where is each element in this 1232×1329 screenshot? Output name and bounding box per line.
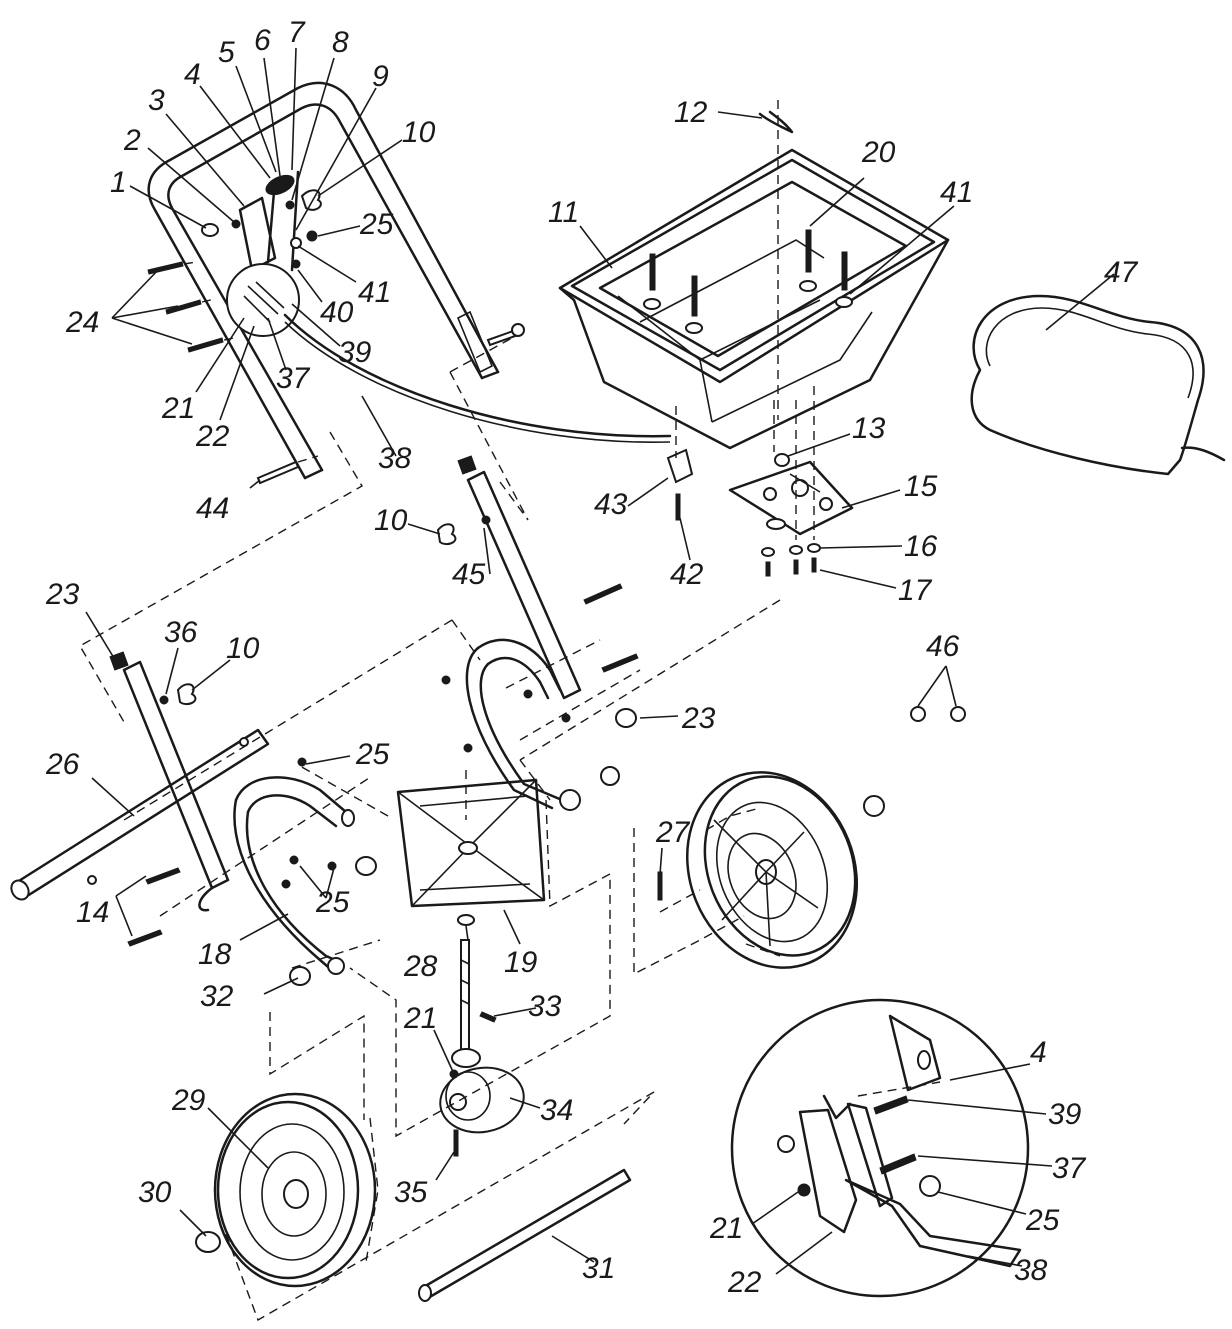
label-part-5: 5 [218, 36, 235, 69]
label-part-35: 35 [394, 1176, 428, 1209]
label-part-24: 24 [65, 306, 99, 339]
label-part-36: 36 [164, 616, 198, 649]
label-part-26: 26 [45, 748, 80, 781]
label-part-43: 43 [594, 488, 628, 521]
label-part-4: 4 [184, 58, 201, 91]
label-part-33: 33 [528, 990, 562, 1023]
washer [457, 914, 475, 926]
label-part-9: 9 [372, 60, 389, 93]
label-part-21b: 21 [403, 1002, 437, 1035]
label-part-4-detail: 4 [1030, 1036, 1047, 1069]
label-part-27: 27 [655, 816, 691, 849]
wing-nut [300, 189, 322, 211]
label-part-44: 44 [196, 492, 229, 525]
detail-inset [730, 998, 1030, 1298]
label-part-7: 7 [288, 16, 306, 49]
left-frame-tube [109, 651, 230, 912]
label-part-37: 37 [276, 362, 311, 395]
label-part-25b: 25 [355, 738, 390, 771]
label-part-38-detail: 38 [1014, 1254, 1048, 1287]
label-part-2: 2 [123, 124, 141, 157]
label-part-39-detail: 39 [1048, 1098, 1082, 1131]
label-part-10b: 10 [374, 504, 408, 537]
right-frame-tube [436, 455, 582, 700]
left-leg-frame [127, 757, 377, 975]
label-part-13: 13 [852, 412, 886, 445]
label-part-38: 38 [378, 442, 412, 475]
label-part-12: 12 [674, 96, 708, 129]
label-part-30: 30 [138, 1176, 172, 1209]
label-part-21: 21 [161, 392, 195, 425]
label-part-39: 39 [338, 336, 372, 369]
label-part-8: 8 [332, 26, 349, 59]
control-cable [283, 313, 672, 438]
control-knob [265, 174, 295, 196]
label-part-40: 40 [320, 296, 354, 329]
label-part-23b: 23 [681, 702, 716, 735]
label-part-17: 17 [898, 574, 933, 607]
label-part-45: 45 [452, 558, 486, 591]
label-part-28: 28 [403, 950, 438, 983]
label-part-41: 41 [358, 276, 391, 309]
gearbox-plate [728, 386, 854, 577]
cable-clamp [666, 406, 694, 521]
label-part-34: 34 [540, 1094, 573, 1127]
label-part-23: 23 [45, 578, 80, 611]
label-part-25: 25 [359, 208, 394, 241]
leader-lines [85, 47, 1115, 1275]
spinner-plate [396, 770, 546, 926]
bolt-head [201, 223, 219, 237]
label-part-31: 31 [582, 1252, 615, 1285]
label-part-29: 29 [171, 1084, 206, 1117]
label-part-10: 10 [402, 116, 436, 149]
label-part-3: 3 [148, 84, 165, 117]
assembly-guides [79, 337, 781, 1322]
label-part-14: 14 [76, 896, 109, 929]
label-part-46: 46 [926, 630, 960, 663]
label-part-42: 42 [670, 558, 704, 591]
label-part-22-detail: 22 [727, 1266, 762, 1299]
label-part-16: 16 [904, 530, 938, 563]
label-part-25-detail: 25 [1025, 1204, 1060, 1237]
label-part-1: 1 [110, 166, 127, 199]
hub-cap [195, 1231, 221, 1253]
handle-assembly [147, 81, 525, 485]
gear-drive-wheel [439, 1048, 525, 1157]
label-part-22: 22 [195, 420, 230, 453]
right-wheel [600, 766, 885, 969]
hopper [558, 100, 950, 450]
axle-cross-tube [10, 728, 270, 901]
label-part-18: 18 [198, 938, 232, 971]
label-part-41b: 41 [940, 176, 973, 209]
label-part-19: 19 [504, 946, 538, 979]
label-part-37-detail: 37 [1052, 1152, 1087, 1185]
label-part-32: 32 [200, 980, 234, 1013]
left-wheel [195, 966, 379, 1288]
label-part-47: 47 [1104, 256, 1139, 289]
end-cap [615, 708, 637, 728]
label-part-15: 15 [904, 470, 938, 503]
right-leg-frame [441, 583, 639, 811]
label-part-25c: 25 [315, 886, 350, 919]
label-part-21-detail: 21 [709, 1212, 743, 1245]
label-part-10c: 10 [226, 632, 260, 665]
axle [418, 1168, 632, 1302]
label-part-6: 6 [254, 24, 271, 57]
drive-shaft [460, 939, 497, 1053]
hopper-rain-cover [970, 294, 1226, 476]
label-part-11: 11 [548, 196, 579, 229]
wheel-bushing [289, 966, 311, 986]
hopper-nuts [910, 706, 966, 722]
part-labels: 1 2 3 4 5 6 7 8 9 10 25 41 40 39 37 21 2… [45, 16, 1139, 1299]
label-part-20: 20 [861, 136, 896, 169]
